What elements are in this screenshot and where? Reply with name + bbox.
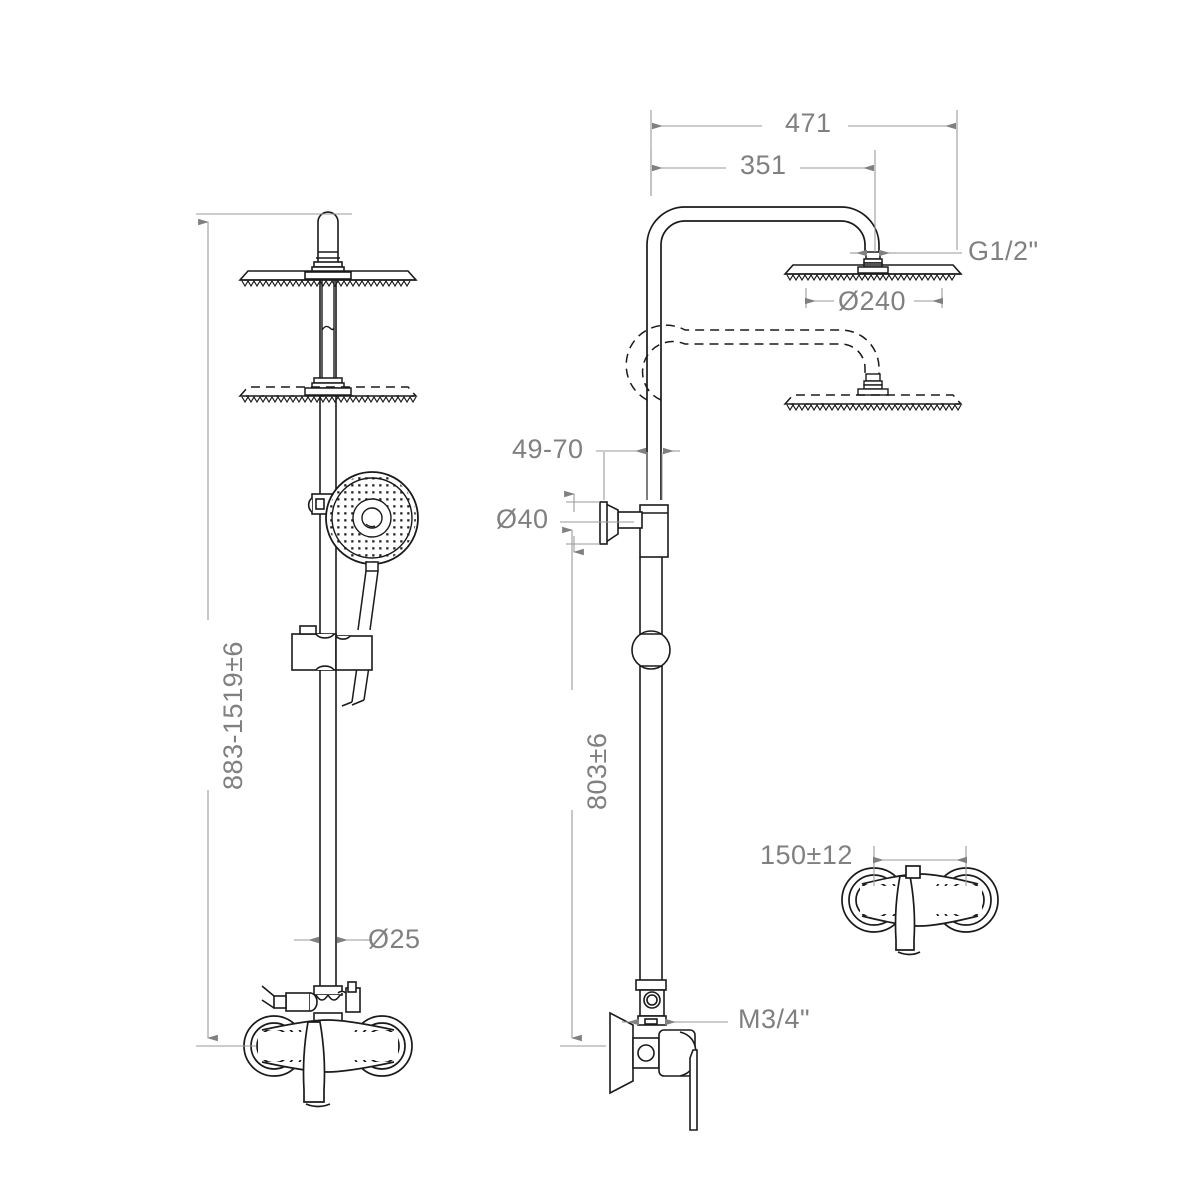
dimension-column-height bbox=[560, 521, 634, 1047]
shower-arm-upper bbox=[646, 206, 880, 500]
dimension-label-column-height: 803±6 bbox=[582, 732, 612, 810]
dimension-head-diameter bbox=[804, 288, 944, 308]
overhead-shower-head-lower bbox=[238, 386, 418, 404]
dimension-label-inlet-centres: 150±12 bbox=[760, 840, 853, 870]
dimension-height-range bbox=[196, 213, 352, 1047]
dimension-label-height-range: 883-1519±6 bbox=[218, 641, 248, 790]
dimension-label-bracket-diameter: Ø40 bbox=[496, 504, 549, 534]
diverter-body-side bbox=[599, 501, 669, 558]
shower-arm-lower bbox=[625, 324, 880, 401]
wall-mixer-body bbox=[243, 1015, 413, 1108]
dimension-wall-offset bbox=[596, 447, 680, 500]
view-front-elevation bbox=[196, 211, 419, 1108]
overhead-head-boss-side-lower bbox=[857, 373, 889, 396]
overhead-head-boss-lower bbox=[304, 377, 352, 396]
mixer-spout-assembly bbox=[261, 981, 361, 1022]
hand-shower-head bbox=[325, 471, 419, 572]
rail-slider-block bbox=[291, 625, 373, 671]
dimension-label-arm-total: 471 bbox=[785, 108, 832, 138]
dimension-arm-reach bbox=[650, 150, 876, 252]
column-ring-fitting bbox=[631, 630, 671, 670]
dimension-label-wall-offset: 49-70 bbox=[512, 434, 584, 464]
view-mixer-detail bbox=[841, 846, 999, 956]
overhead-head-boss-upper bbox=[304, 261, 352, 280]
dimension-label-head-thread: G1/2" bbox=[968, 236, 1039, 266]
telescopic-inner-tube bbox=[321, 280, 335, 382]
overhead-shower-head-side-lower bbox=[783, 394, 963, 412]
dimension-label-head-diameter: Ø240 bbox=[838, 286, 907, 316]
dimension-label-pipe-diameter: Ø25 bbox=[368, 924, 421, 954]
wall-mixer-side bbox=[609, 1011, 698, 1131]
view-side-elevation bbox=[560, 110, 963, 1131]
column-pipe-side bbox=[639, 557, 663, 980]
dimension-label-inlet-thread: M3/4" bbox=[738, 1004, 811, 1034]
inlet-elbow-side bbox=[635, 979, 667, 1026]
dimension-inlet-centres bbox=[872, 846, 968, 886]
dimension-label-arm-reach: 351 bbox=[740, 150, 787, 180]
